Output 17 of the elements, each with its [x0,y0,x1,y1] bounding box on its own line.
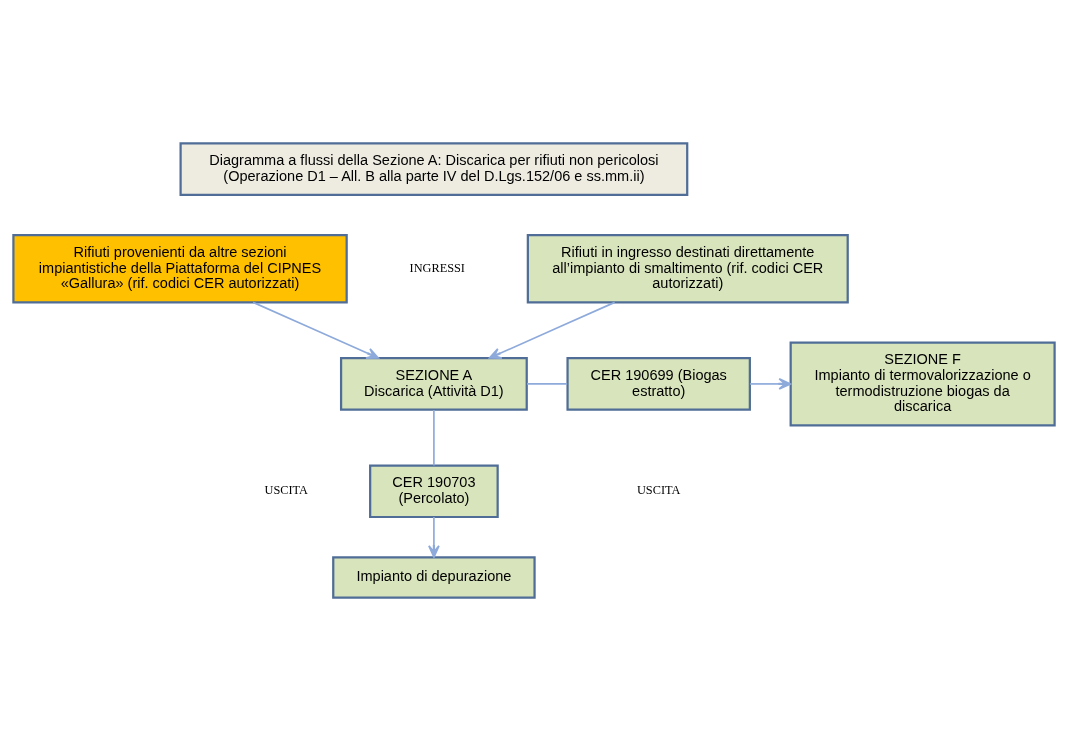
arrow [252,301,380,359]
connector [433,408,435,466]
label: INGRESSI [409,260,465,275]
node-box: SEZIONE F Impianto di termovalorizzazione o termodistruzione biogas da discarica [789,340,1056,426]
node-box: CER 190703 (Percolato) [369,463,499,518]
arrow [749,377,792,390]
node-box: Rifiuti provenienti da altre sezioni impiantistiche della Piattaforma del CIPNES «Gallura» (rif. codici CER autorizzati) [12,233,348,303]
node-box: SEZIONE A Discarica (Attività D1) [339,356,528,411]
arrow [488,301,616,359]
label: USCITA [264,482,308,497]
label: USCITA [636,482,681,497]
node-box: Diagramma a flussi della Sezione A: Discarica per rifiuti non pericolosi (Operazione D1 – All. B alla parte IV del D.Lgs.152/06 e ss.mm.ii) [179,141,689,196]
node-box: Impianto di depurazione [332,555,536,599]
node-box: CER 190699 (Biogas estratto) [566,356,751,411]
connector [526,382,568,385]
arrow [428,515,440,558]
node-box: Rifiuti in ingresso destinati direttamente all’impianto di smaltimento (rif. codici CER autorizzati) [526,233,849,303]
